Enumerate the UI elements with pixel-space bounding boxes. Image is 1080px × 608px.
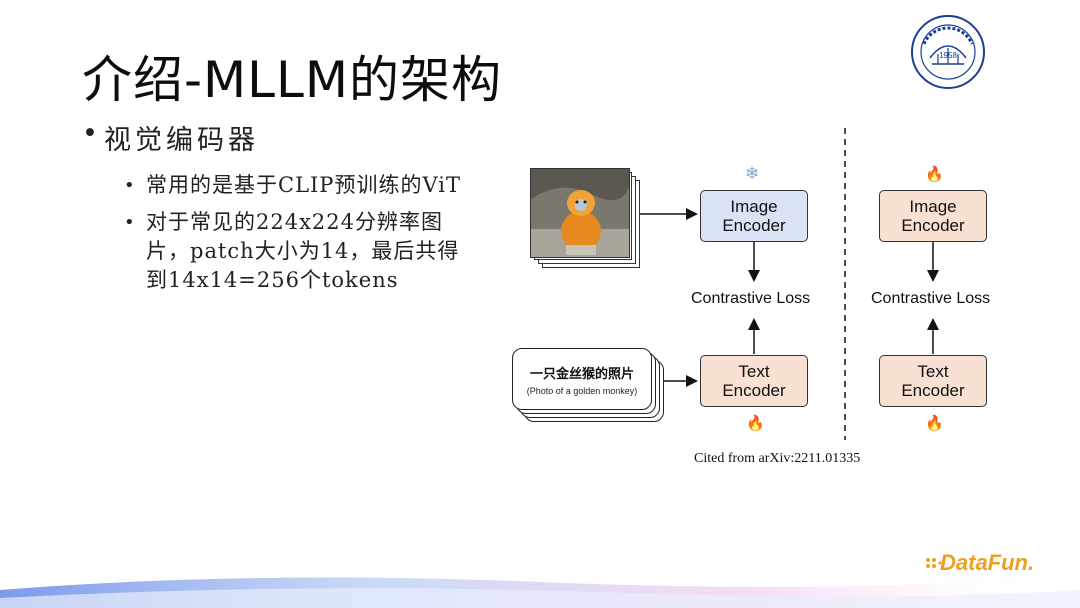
bullet-visual-encoder: 视觉编码器 [82,118,502,157]
decorative-wave [0,576,1080,608]
text-encoder-right: Text Encoder [879,355,987,407]
caption-card: 一只金丝猴的照片 (Photo of a golden monkey) [512,348,652,410]
bullet-list: 视觉编码器 常用的是基于CLIP预训练的ViT 对于常见的224x224分辨率图… [82,118,502,303]
caption-english: (Photo of a golden monkey) [526,385,638,396]
flame-icon: 🔥 [925,414,944,432]
caption-chinese: 一只金丝猴的照片 [529,366,634,382]
brand-dots-icon [926,558,942,568]
flame-icon: 🔥 [925,165,944,183]
slide-title: 介绍-MLLM的架构 [82,51,503,109]
contrastive-loss-left: Contrastive Loss [691,290,811,307]
text-encoder-left: Text Encoder [700,355,808,407]
monkey-photo-stack [530,168,640,268]
logo-year: 1958 [939,51,957,60]
datafun-logo: DataFun. [940,550,1035,575]
snowflake-icon: ❄ [745,164,760,184]
citation: Cited from arXiv:2211.01335 [694,451,861,466]
image-encoder-trainable: Image Encoder [879,190,987,242]
golden-monkey-image [530,168,630,258]
image-encoder-frozen: Image Encoder [700,190,808,242]
sub-bullet-clip-vit: 常用的是基于CLIP预训练的ViT [82,171,476,200]
flame-icon: 🔥 [746,414,765,432]
contrastive-loss-right: Contrastive Loss [871,290,991,307]
sub-bullet-patch-tokens: 对于常见的224x224分辨率图片，patch大小为14，最后共得到14x14=… [82,208,476,295]
university-logo: 1958 [911,15,985,89]
